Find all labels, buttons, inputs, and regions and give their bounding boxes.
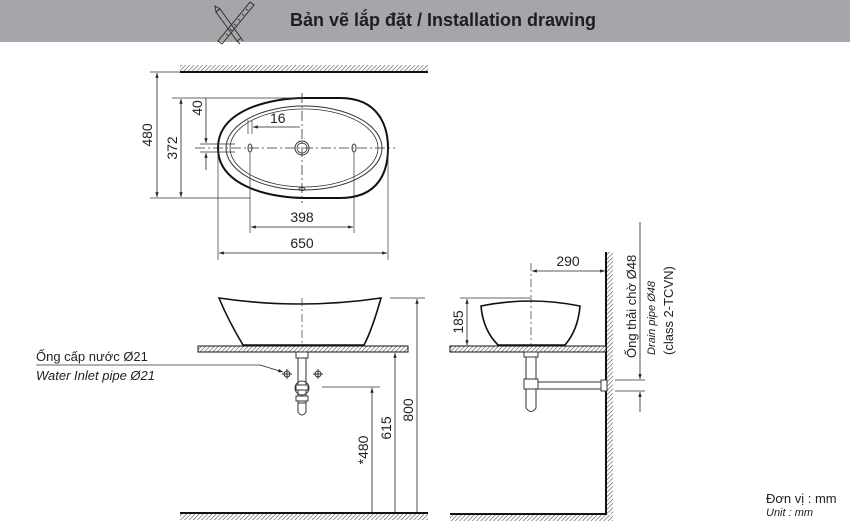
page-title: Bản vẽ lắp đặt / Installation drawing <box>290 10 597 30</box>
pencil-ruler-icon <box>214 1 255 45</box>
inlet-label-vi: Ống cấp nước Ø21 <box>36 349 148 364</box>
drain-label-class: (class 2-TCVN) <box>661 266 676 355</box>
dim-counter-height: 800 <box>400 398 416 422</box>
drain-label-vi: Ống thải chờ Ø48 <box>624 255 639 358</box>
dim-bowl-depth: 372 <box>164 136 180 160</box>
unit-label-vi: Đơn vị : mm <box>766 491 837 506</box>
dim-hole-spacing: 398 <box>290 209 314 225</box>
dim-overall-depth: 480 <box>139 123 155 147</box>
dim-tap-dia: 16 <box>270 110 286 126</box>
dim-wall-to-center: 290 <box>556 253 580 269</box>
dim-inlet-height: *480 <box>355 435 371 464</box>
inlet-label-en: Water Inlet pipe Ø21 <box>36 368 155 383</box>
dim-basin-height: 185 <box>450 310 466 334</box>
side-view: 290 185 Ống thải chờ Ø48 Drain pipe Ø48 … <box>449 222 676 521</box>
front-view: Ống cấp nước Ø21 Water Inlet pipe Ø21 *4… <box>36 297 428 520</box>
dim-overall-width: 650 <box>290 235 314 251</box>
dim-tap-offset: 40 <box>189 100 205 116</box>
top-view: 480 372 40 16 398 650 <box>139 65 428 260</box>
drain-label-en: Drain pipe Ø48 <box>646 280 658 355</box>
unit-label-en: Unit : mm <box>766 507 813 519</box>
dim-drain-height: 615 <box>378 416 394 440</box>
header-bar: Bản vẽ lắp đặt / Installation drawing <box>0 0 850 45</box>
